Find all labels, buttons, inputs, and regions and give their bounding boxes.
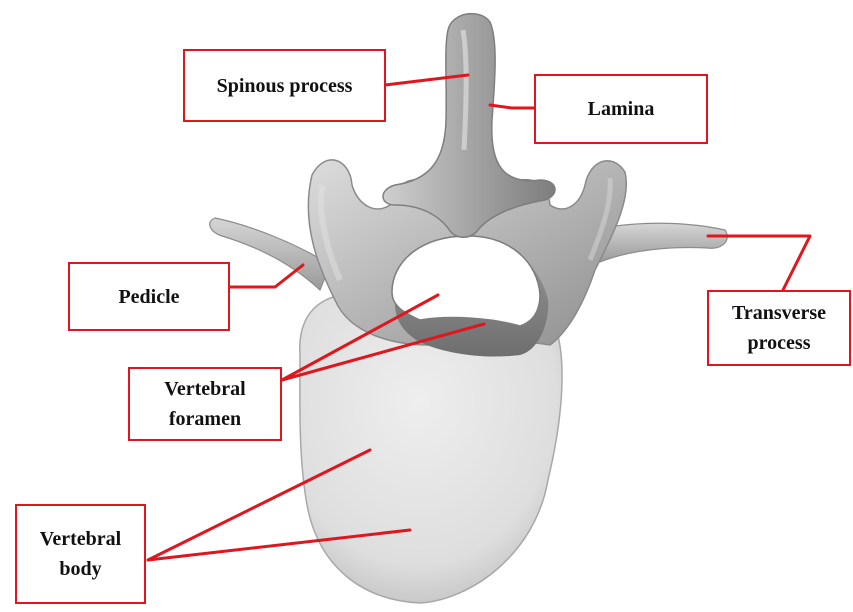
leader-lamina — [490, 105, 534, 108]
label-vertebral-body-text-line1: Vertebral — [40, 524, 121, 554]
label-vertebral-body-text-line2: body — [59, 554, 101, 584]
label-vertebral-body: Vertebral body — [15, 504, 146, 604]
label-vertebral-foramen: Vertebral foramen — [128, 367, 282, 441]
spinous-process-highlight — [463, 30, 466, 150]
label-transverse-process-text-line1: Transverse — [732, 298, 826, 328]
label-transverse-process-text-line2: process — [748, 328, 811, 358]
label-transverse-process: Transverse process — [707, 290, 851, 366]
label-spinous-process-text: Spinous process — [217, 71, 353, 101]
label-pedicle: Pedicle — [68, 262, 230, 331]
label-pedicle-text: Pedicle — [118, 282, 179, 312]
label-lamina: Lamina — [534, 74, 708, 144]
label-lamina-text: Lamina — [588, 94, 655, 124]
label-vertebral-foramen-text-line1: Vertebral — [164, 374, 245, 404]
label-vertebral-foramen-text-line2: foramen — [169, 404, 241, 434]
spinous-process-shape — [383, 14, 555, 238]
label-spinous-process: Spinous process — [183, 49, 386, 122]
